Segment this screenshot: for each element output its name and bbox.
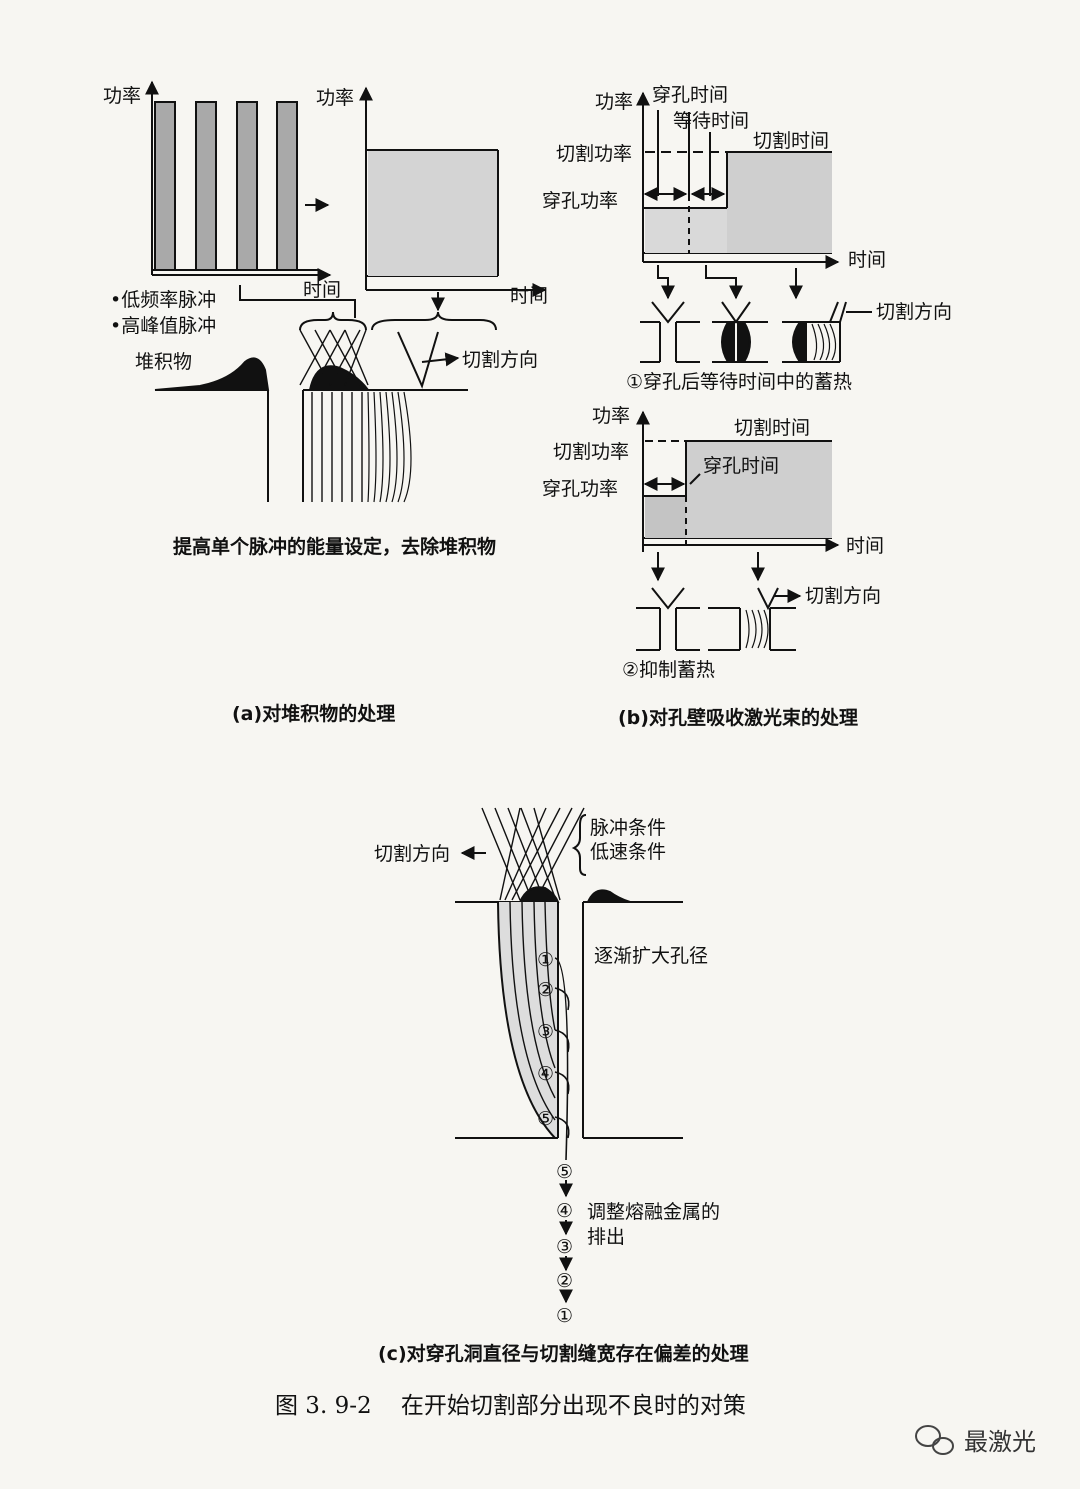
b1-pierce-block [645, 208, 727, 253]
a-bracket-pulse [239, 285, 356, 318]
a-cut-lines [311, 392, 363, 502]
b2-cut-power-label: 切割功率 [553, 441, 629, 463]
b1-arrow-2 [705, 265, 743, 300]
b2-power-label: 功率 [592, 405, 630, 427]
b2-time-label: 时间 [846, 535, 884, 557]
c-step-out-5: ⑤ [556, 1161, 573, 1183]
a-curved-striations [367, 391, 412, 503]
a-continuous-block [368, 150, 498, 276]
c-flow-hooks [554, 957, 570, 1161]
b2-cut-block [686, 441, 832, 538]
b1-pierce-time-label: 穿孔时间 [652, 84, 728, 106]
a-pulse-note-2: •高峰值脉冲 [110, 315, 216, 337]
figure-title: 图 3. 9-2 在开始切割部分出现不良时的对策 [275, 1393, 746, 1419]
b1-wait-time-label: 等待时间 [673, 110, 749, 132]
a-brace-1 [299, 311, 367, 331]
a-pulse-beams [299, 329, 369, 386]
a-laser-beam [397, 331, 439, 389]
b-caption: (b)对孔壁吸收激光束的处理 [618, 706, 858, 729]
c-hole-wall-5 [544, 901, 556, 1031]
a-power-label-1: 功率 [103, 85, 141, 107]
b1-sub-caption: ①穿孔后等待时间中的蓄热 [626, 371, 852, 393]
c-step-out-4: ④ [556, 1200, 573, 1222]
c-step-in-3: ③ [537, 1021, 554, 1043]
a-cut-direction-arrow [421, 352, 460, 367]
c-deposit-kerf [518, 886, 560, 903]
b2-pierce-power-label: 穿孔功率 [542, 478, 618, 500]
b2-sub-caption: ②抑制蓄热 [622, 659, 715, 681]
a-deposit-left [154, 357, 270, 391]
c-deposit-right [586, 889, 631, 903]
a-time-label-1: 时间 [303, 279, 341, 301]
c-step-out-1: ① [556, 1305, 573, 1327]
c-step-out-3: ③ [556, 1236, 573, 1258]
b1-power-label: 功率 [595, 91, 633, 113]
watermark: 最激光 [915, 1425, 1036, 1456]
c-adjust-text-2: 排出 [587, 1226, 625, 1248]
a-time-label-2: 时间 [510, 285, 548, 307]
b2-pierce-block [645, 496, 686, 538]
b2-cut-time-label: 切割时间 [734, 417, 810, 439]
panel-c [455, 807, 683, 1304]
b1-cut-direction-label: 切割方向 [876, 301, 952, 323]
c-hole-wall-3 [521, 901, 556, 1099]
panel-a-text: 功率 功率 时间 时间 •低频率脉冲 •高峰值脉冲 堆积物 切割方向 提高单个脉… [103, 85, 548, 725]
a-pulse-1 [154, 101, 176, 271]
a-cut-direction-label: 切割方向 [462, 349, 538, 371]
panel-b-text: 功率 穿孔时间 等待时间 切割时间 切割功率 穿孔功率 时间 切割方向 ①穿孔后… [542, 84, 952, 729]
c-step-in-4: ④ [537, 1063, 554, 1085]
b2-pierce-time-label: 穿孔时间 [703, 455, 779, 477]
c-beams [481, 807, 585, 901]
c-condition-2: 低速条件 [590, 841, 666, 863]
b1-cut-time-label: 切割时间 [753, 130, 829, 152]
c-caption: (c)对穿孔洞直径与切割缝宽存在偏差的处理 [378, 1342, 749, 1365]
a-deposit-label: 堆积物 [135, 351, 192, 373]
a-caption: (a)对堆积物的处理 [232, 702, 395, 725]
a-pulse-2 [195, 101, 217, 271]
b2-cut-direction-label: 切割方向 [805, 585, 881, 607]
wechat-icon [915, 1425, 954, 1455]
c-condition-1: 脉冲条件 [590, 817, 666, 839]
panel-a [145, 80, 547, 503]
c-step-in-1: ① [537, 949, 554, 971]
a-power-label-2: 功率 [316, 87, 354, 109]
c-enlarge-hole: 逐渐扩大孔径 [594, 945, 708, 967]
watermark-text: 最激光 [964, 1428, 1036, 1456]
c-step-in-2: ② [537, 979, 554, 1001]
b1-cut-block [727, 152, 832, 253]
c-step-out-2: ② [556, 1270, 573, 1292]
b1-arrow-1 [657, 265, 675, 300]
panel-b [636, 91, 872, 651]
b2-pierce-leader [689, 473, 701, 485]
c-cut-direction-label: 切割方向 [374, 843, 450, 865]
a-pulse-note-1: •低频率脉冲 [110, 289, 216, 311]
b1-pierce-power-label: 穿孔功率 [542, 190, 618, 212]
b1-workpieces [640, 301, 872, 363]
c-hole-wall-1 [497, 901, 556, 1139]
c-hole-wall-2 [509, 901, 556, 1121]
c-adjust-text-1: 调整熔融金属的 [587, 1201, 720, 1223]
c-step-in-5: ⑤ [537, 1108, 554, 1130]
c-hole-wall-4 [533, 901, 556, 1069]
b2-workpieces [636, 587, 802, 651]
a-pulse-4 [276, 101, 298, 271]
panel-c-text: 切割方向 脉冲条件 低速条件 逐渐扩大孔径 ① ② ③ ④ ⑤ ⑤ ④ ③ ② … [374, 817, 749, 1365]
a-description: 提高单个脉冲的能量设定，去除堆积物 [173, 535, 496, 558]
b1-time-label: 时间 [848, 249, 886, 271]
c-brace [571, 814, 587, 876]
a-pulse-3 [236, 101, 258, 271]
b1-cut-power-label: 切割功率 [556, 143, 632, 165]
a-brace-2 [371, 311, 497, 331]
